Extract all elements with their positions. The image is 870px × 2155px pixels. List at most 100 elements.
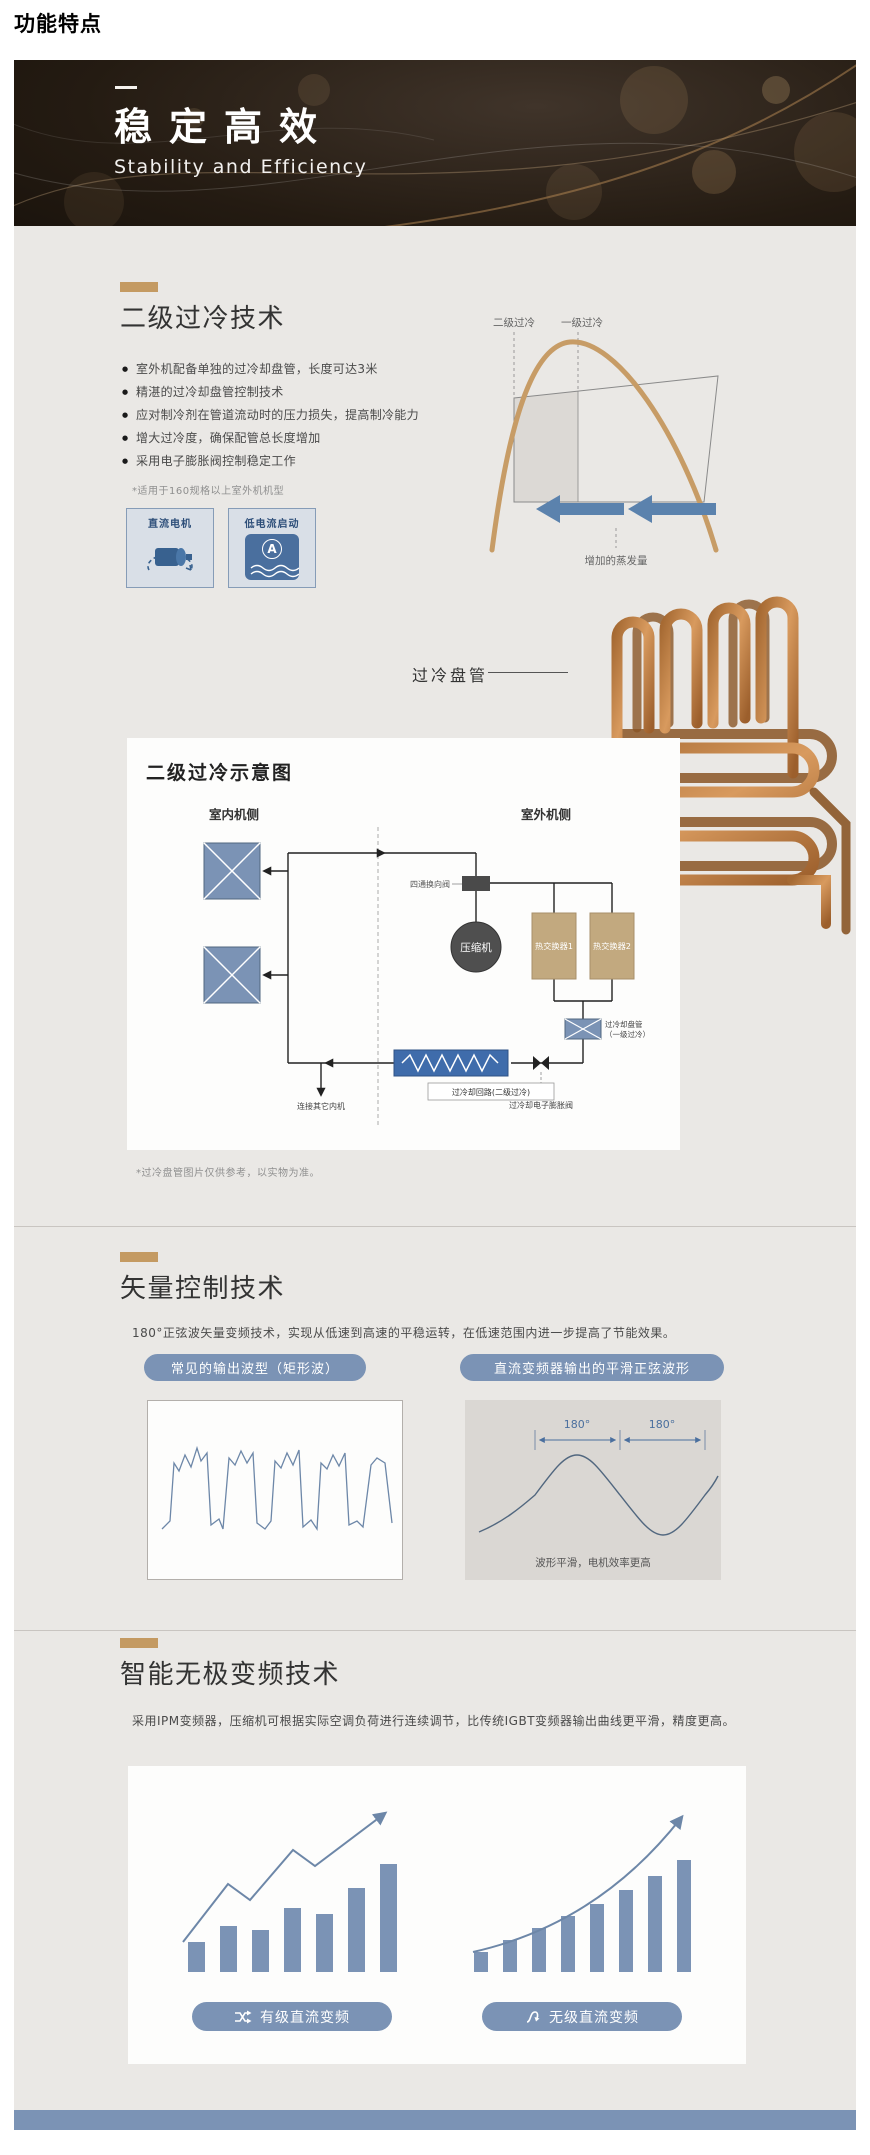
four-way-valve-label: 四通换向阀 <box>410 879 450 889</box>
bar <box>531 1928 546 1972</box>
heat-exchanger-1-label: 热交换器1 <box>535 941 573 951</box>
bar <box>560 1916 575 1972</box>
secondary-subcool-label: 二级过冷 <box>493 316 535 329</box>
four-way-valve <box>462 876 490 891</box>
subcool-loop-label-box <box>427 1082 555 1101</box>
ampere-icon: A <box>245 534 299 580</box>
coil-leader-line <box>488 672 568 673</box>
left-arrow <box>536 495 624 523</box>
bar <box>347 1888 365 1972</box>
subcool-loop-label: 过冷却回路(二级过冷) <box>452 1087 530 1097</box>
applicability-note: *适用于160规格以上室外机机型 <box>132 486 285 497</box>
refrigerant-circuit-diagram: 室内机侧 室外机侧 <box>203 807 650 1125</box>
bar <box>502 1940 517 1972</box>
section-accent-bar <box>120 1638 158 1648</box>
list-item: 采用电子膨胀阀控制稳定工作 <box>122 450 542 473</box>
section-heading-vector-control: 矢量控制技术 <box>120 1274 286 1304</box>
stepped-inverter-pill: 有级直流变频 <box>192 2002 392 2031</box>
subcool-coil-label-1: 过冷却盘管 <box>605 1019 643 1029</box>
smooth-curve-icon <box>526 2010 540 2023</box>
content-area: 二级过冷技术 室外机配备单独的过冷却盘管，长度可达3米 精湛的过冷却盘管控制技术… <box>14 226 856 2130</box>
bar <box>315 1914 333 1972</box>
banner-decoration <box>14 64 856 226</box>
feature-card-low-current-start: 低电流启动 A <box>228 508 316 588</box>
inverter-description: 采用IPM变频器，压缩机可根据实际空调负荷进行连续调节，比传统IGBT变频器输出… <box>132 1714 736 1728</box>
bar <box>618 1890 633 1972</box>
bar <box>379 1864 397 1972</box>
stepless-inverter-label: 无级直流变频 <box>549 2009 639 2026</box>
primary-subcool-label: 一级过冷 <box>561 316 603 329</box>
square-wave-panel-title: 常见的输出波型（矩形波） <box>144 1354 366 1381</box>
low-current-start-label: 低电流启动 <box>244 519 300 530</box>
bar <box>283 1908 301 1972</box>
heat-exchanger-2-label: 热交换器2 <box>593 941 631 951</box>
bar <box>219 1926 237 1972</box>
dc-motor-label: 直流电机 <box>148 519 192 530</box>
bar <box>187 1942 205 1972</box>
sine-wave-panel-title: 直流变频器输出的平滑正弦波形 <box>460 1354 724 1381</box>
inverter-charts-panel: 有级直流变频 无级直流变频 <box>128 1766 746 2064</box>
heat-exchanger-2 <box>589 912 635 980</box>
photo-note: *过冷盘管图片仅供参考，以实物为准。 <box>136 1168 320 1179</box>
sine-caption: 波形平滑，电机效率更高 <box>535 1556 651 1569</box>
eev-valve-symbol <box>533 1056 549 1070</box>
shuffle-steps-icon <box>235 2010 252 2023</box>
banner-accent-tick <box>115 86 137 89</box>
list-item: 增大过冷度，确保配管总长度增加 <box>122 427 542 450</box>
compressor-label: 压缩机 <box>460 941 492 954</box>
hero-banner: 稳定高效 Stability and Efficiency <box>14 60 856 226</box>
deg-label-left: 180° <box>564 1418 591 1431</box>
saturation-dome-curve <box>489 339 719 553</box>
square-wave-chart <box>147 1400 403 1580</box>
stepless-inverter-pill: 无级直流变频 <box>482 2002 682 2031</box>
subcool-coil-label-2: （一级过冷） <box>605 1029 650 1039</box>
indoor-heat-exchanger <box>203 842 261 900</box>
bar <box>589 1904 604 1972</box>
section-accent-bar <box>120 1252 158 1262</box>
indoor-side-label: 室内机侧 <box>209 807 259 822</box>
evaporation-label: 增加的蒸发量 <box>585 554 648 567</box>
section-accent-bar <box>120 282 158 292</box>
banner-subtitle: Stability and Efficiency <box>114 156 368 178</box>
square-wave-plot <box>161 1445 393 1531</box>
subcooling-bullet-list: 室外机配备单独的过冷却盘管，长度可达3米 精湛的过冷却盘管控制技术 应对制冷剂在… <box>122 358 542 473</box>
section-divider <box>14 1226 856 1227</box>
section-divider <box>14 1630 856 1631</box>
feature-card-dc-motor: 直流电机 <box>126 508 214 588</box>
heat-exchanger-1 <box>531 912 577 980</box>
bar <box>647 1876 662 1972</box>
eev-label: 过冷却电子膨胀阀 <box>509 1100 573 1110</box>
list-item: 精湛的过冷却盘管控制技术 <box>122 381 542 404</box>
outdoor-side-label: 室外机侧 <box>521 807 571 822</box>
stepped-inverter-bar-chart <box>168 1802 416 1972</box>
page-title: 功能特点 <box>14 12 102 36</box>
ph-diagram: 二级过冷 一级过冷 增加的蒸发量 <box>489 316 719 567</box>
bar <box>473 1952 488 1972</box>
schematic-panel: 二级过冷示意图 室内机侧 室外机侧 <box>127 738 680 1150</box>
deg-label-right: 180° <box>649 1418 676 1431</box>
footer-accent-bar <box>14 2110 856 2130</box>
indoor-heat-exchanger <box>203 946 261 1004</box>
section-heading-inverter: 智能无极变频技术 <box>120 1660 341 1690</box>
compressor <box>450 921 502 973</box>
bar <box>676 1860 691 1972</box>
list-item: 应对制冷剂在管道流动时的压力损失，提高制冷能力 <box>122 404 542 427</box>
ampere-letter: A <box>262 539 282 559</box>
banner-title: 稳定高效 <box>114 105 335 149</box>
vector-control-description: 180°正弦波矢量变频技术，实现从低速到高速的平稳运转，在低速范围内进一步提高了… <box>132 1326 676 1340</box>
section-heading-subcooling: 二级过冷技术 <box>120 304 286 334</box>
connect-other-units-label: 连接其它内机 <box>297 1101 345 1111</box>
dc-motor-icon <box>147 548 193 571</box>
left-arrow <box>628 495 716 523</box>
list-item: 室外机配备单独的过冷却盘管，长度可达3米 <box>122 358 542 381</box>
stepped-inverter-label: 有级直流变频 <box>260 2009 350 2026</box>
wave-lines-icon <box>250 564 299 578</box>
coil-label: 过冷盘管 <box>412 666 489 685</box>
subcool-coil-box <box>564 1018 602 1040</box>
sine-wave-plot: 180° 180° 波形平滑，电机效率更高 <box>478 1418 719 1569</box>
schematic-title: 二级过冷示意图 <box>146 762 294 784</box>
stepless-inverter-bar-chart <box>458 1802 706 1972</box>
subcool-loop-box <box>393 1049 509 1077</box>
bar <box>251 1930 269 1972</box>
feature-icon-cards: 直流电机 低电流启动 A <box>126 508 316 588</box>
